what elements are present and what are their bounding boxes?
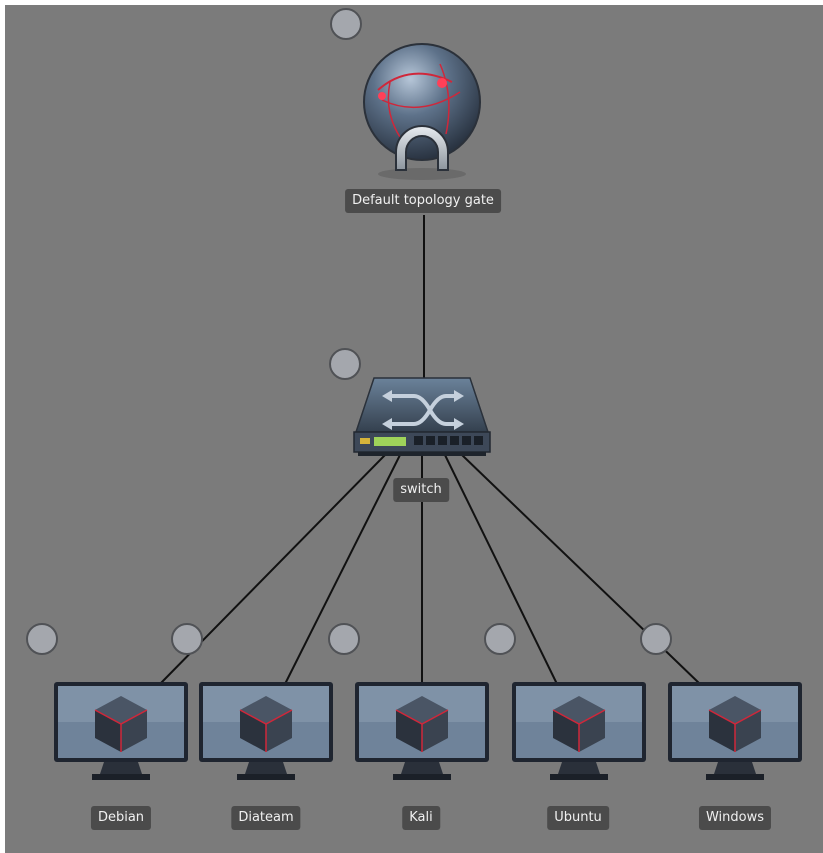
gateway-node[interactable]	[360, 42, 484, 182]
vm-label-kali: Kali	[402, 806, 440, 830]
switch-state-indicator[interactable]	[329, 348, 361, 380]
vm-label-windows: Windows	[698, 806, 772, 830]
ubuntu-state-indicator[interactable]	[484, 623, 516, 655]
vm-label-ubuntu: Ubuntu	[547, 806, 609, 830]
gateway-state-indicator[interactable]	[330, 8, 362, 40]
vm-node-ubuntu[interactable]	[510, 680, 648, 784]
kali-state-indicator[interactable]	[328, 623, 360, 655]
monitor-vm-icon	[668, 682, 802, 780]
debian-state-indicator[interactable]	[26, 623, 58, 655]
monitor-vm-icon	[199, 682, 333, 780]
vm-node-kali[interactable]	[353, 680, 491, 784]
windows-state-indicator[interactable]	[640, 623, 672, 655]
network-switch-icon	[353, 377, 491, 456]
globe-gateway-icon	[363, 43, 481, 180]
diateam-state-indicator[interactable]	[171, 623, 203, 655]
vm-label-diateam: Diateam	[231, 806, 301, 830]
monitor-vm-icon	[355, 682, 489, 780]
vm-node-windows[interactable]	[666, 680, 804, 784]
link-switch-ubuntu[interactable]	[444, 454, 558, 685]
vm-node-debian[interactable]	[52, 680, 190, 784]
monitor-vm-icon	[54, 682, 188, 780]
link-switch-diateam[interactable]	[284, 454, 401, 685]
vm-label-debian: Debian	[90, 806, 152, 830]
switch-label: switch	[393, 478, 449, 502]
vm-node-diateam[interactable]	[197, 680, 335, 784]
gateway-label: Default topology gate	[345, 189, 501, 213]
monitor-vm-icon	[512, 682, 646, 780]
switch-node[interactable]	[352, 376, 492, 458]
